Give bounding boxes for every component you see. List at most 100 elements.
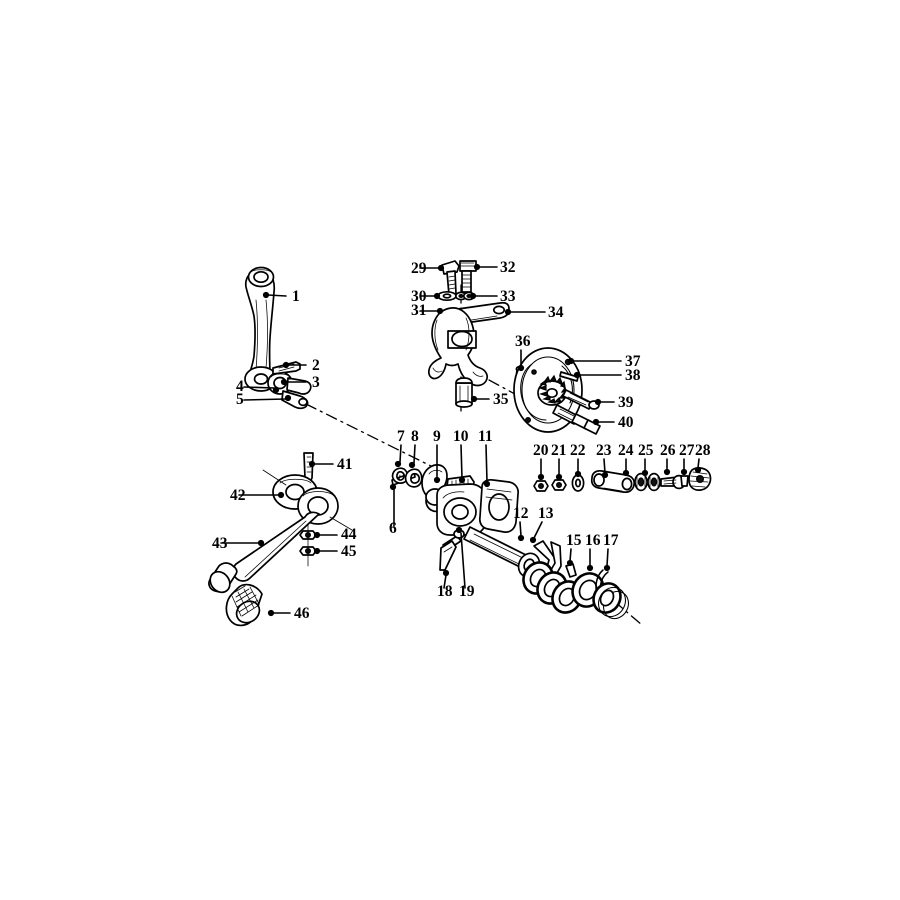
callout-7[interactable]: 7 (394, 428, 405, 468)
callout-6[interactable]: 6 (389, 483, 397, 537)
callout-31-number: 31 (411, 302, 427, 319)
callout-35[interactable]: 35 (470, 391, 509, 408)
callout-42[interactable]: 42 (230, 487, 285, 504)
callout-28-number: 28 (695, 442, 711, 459)
callout-22[interactable]: 22 (570, 442, 586, 478)
callout-36-anchor-dot (517, 364, 525, 372)
part-37-hole-left (531, 369, 537, 375)
part-23-eye-right (621, 477, 633, 491)
callout-28[interactable]: 28 (694, 442, 711, 474)
callout-39[interactable]: 39 (594, 394, 634, 411)
callout-9-anchor-dot (433, 476, 441, 484)
callout-18[interactable]: 18 (437, 569, 453, 600)
callout-38-number: 38 (625, 367, 641, 384)
callout-34[interactable]: 34 (504, 304, 564, 321)
callout-26[interactable]: 26 (660, 442, 676, 476)
callout-43-number: 43 (212, 535, 228, 552)
callout-37[interactable]: 37 (567, 353, 641, 370)
callout-12[interactable]: 12 (513, 505, 529, 542)
fork-hardware-group (428, 260, 527, 408)
callout-45[interactable]: 45 (313, 543, 357, 560)
callout-20[interactable]: 20 (533, 442, 549, 481)
callout-30[interactable]: 30 (411, 288, 441, 305)
callout-3-number: 3 (312, 374, 320, 391)
callout-4[interactable]: 4 (236, 378, 280, 395)
callout-26-number: 26 (660, 442, 676, 459)
callout-25-number: 25 (638, 442, 654, 459)
part-34-hole-right (492, 305, 506, 315)
callout-3[interactable]: 3 (280, 374, 320, 391)
callout-21-anchor-dot (555, 473, 563, 481)
callout-46[interactable]: 46 (267, 605, 310, 622)
callout-7-anchor-dot (394, 460, 402, 468)
callout-30-anchor-dot (433, 292, 441, 300)
callout-29[interactable]: 29 (411, 260, 445, 277)
callout-15[interactable]: 15 (566, 532, 582, 567)
part-24-shade (636, 475, 646, 490)
callout-21[interactable]: 21 (551, 442, 567, 481)
part-37-cam-inner-ring (521, 356, 575, 424)
callout-42-anchor-dot (277, 491, 285, 499)
callout-32[interactable]: 32 (473, 259, 516, 276)
callout-42-number: 42 (230, 487, 246, 504)
part-26-shade (663, 479, 677, 485)
callout-10-leader-line (460, 444, 463, 479)
callout-46-number: 46 (294, 605, 310, 622)
part-40-stepped-screw (552, 404, 579, 425)
callout-43[interactable]: 43 (212, 535, 265, 552)
part-32-bolt-shank (461, 270, 472, 293)
callout-27[interactable]: 27 (679, 442, 695, 476)
callout-1[interactable]: 1 (262, 288, 300, 305)
callout-38[interactable]: 38 (573, 367, 641, 384)
callout-16-anchor-dot (586, 564, 594, 572)
callout-44-number: 44 (341, 526, 357, 543)
callout-36[interactable]: 36 (515, 333, 531, 372)
part-37-spline-teeth (538, 374, 567, 404)
part-37-hole-bottom (524, 417, 531, 424)
callout-19-leader-line (460, 532, 466, 589)
callout-44[interactable]: 44 (313, 526, 357, 543)
callout-45-anchor-dot (313, 547, 321, 555)
part-30-washer-bore (442, 293, 452, 299)
callout-31[interactable]: 31 (411, 302, 444, 319)
part-8-washer-ring (404, 468, 423, 488)
callout-11-number: 11 (478, 428, 493, 445)
callout-13[interactable]: 13 (529, 505, 554, 544)
callout-10[interactable]: 10 (453, 428, 469, 484)
callout-2[interactable]: 2 (282, 357, 320, 374)
callout-5-number: 5 (236, 391, 244, 408)
callout-19-number: 19 (459, 583, 475, 600)
part-37-hub-bore (546, 387, 558, 399)
callout-15-leader-line (569, 548, 572, 562)
callout-16-number: 16 (585, 532, 601, 549)
callout-25[interactable]: 25 (638, 442, 654, 477)
part-18-shade (443, 546, 453, 553)
callout-2-anchor-dot (282, 361, 290, 369)
callout-23[interactable]: 23 (596, 442, 612, 479)
shift-lever-assembly (244, 266, 312, 410)
part-31-tip-a (432, 367, 443, 373)
callout-15-number: 15 (566, 532, 582, 549)
callout-11-anchor-dot (483, 480, 491, 488)
callout-34-number: 34 (548, 304, 564, 321)
callout-11[interactable]: 11 (478, 428, 493, 488)
callout-8[interactable]: 8 (408, 428, 419, 469)
part-25-washer-bore (650, 477, 658, 487)
callout-40[interactable]: 40 (592, 414, 634, 431)
callout-41[interactable]: 41 (308, 456, 353, 473)
callout-39-anchor-dot (594, 398, 602, 406)
callout-9[interactable]: 9 (433, 428, 441, 484)
callout-17[interactable]: 17 (603, 532, 619, 572)
callout-24[interactable]: 24 (618, 442, 634, 477)
callout-1-leader-line (267, 294, 287, 297)
part-27-clip (680, 475, 689, 487)
callout-5[interactable]: 5 (236, 391, 292, 408)
part-1-arm-shading-2 (265, 299, 268, 369)
callout-33[interactable]: 33 (469, 288, 516, 305)
callout-4-anchor-dot (272, 386, 280, 394)
callout-34-anchor-dot (504, 308, 512, 316)
callout-28-leader-line (697, 458, 700, 469)
callout-19[interactable]: 19 (455, 526, 475, 600)
callout-16[interactable]: 16 (585, 532, 601, 572)
